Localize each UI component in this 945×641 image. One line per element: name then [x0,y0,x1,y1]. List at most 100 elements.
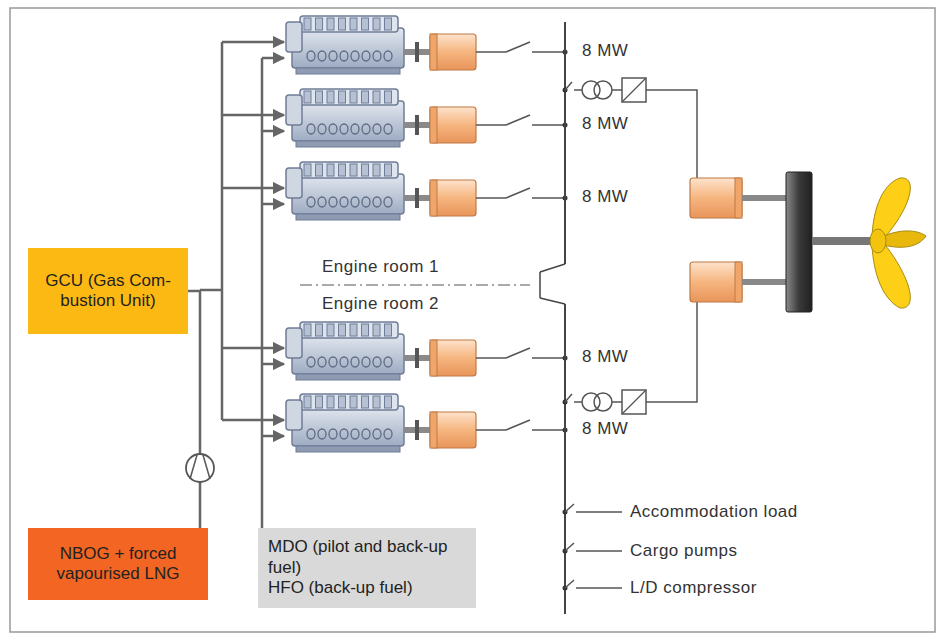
busbar [564,22,566,264]
engine-head [300,89,398,105]
inspection-door [373,51,381,61]
inspection-door [384,124,392,134]
power-rating: 8 MW [582,188,628,207]
cylinder-cover [350,324,357,336]
feeder-line [476,124,506,126]
breaker-switch [506,348,530,358]
generator [430,107,476,143]
engine-head [300,322,398,338]
engine-base [296,141,400,147]
inspection-door [329,51,337,61]
inspection-door [307,429,315,439]
inspection-door [318,429,326,439]
inspection-door [351,357,359,367]
inspection-door [329,197,337,207]
generator-end [430,34,437,70]
engine-block [292,174,404,214]
cylinder-cover [350,396,357,408]
motor-end [735,178,742,218]
inspection-door [362,429,370,439]
inspection-door [307,124,315,134]
transformer-winding [594,81,612,99]
frame [10,8,935,632]
gas-branch [222,419,284,422]
inspection-door [340,357,348,367]
breaker-switch [506,42,530,52]
box-text: MDO (pilot and back-up fuel) [268,537,466,578]
cylinder-cover [316,91,323,103]
fuel-oil-branch [262,435,284,438]
load-label: L/D compressor [630,579,757,598]
gas-branch [222,114,284,117]
engine-block [292,28,404,68]
propeller-hub [870,229,886,253]
propulsion-motor [690,178,742,218]
gas-branch [222,187,284,190]
inspection-door [362,197,370,207]
engine-head [300,162,398,178]
inspection-door [318,124,326,134]
inspection-door [384,429,392,439]
compressor-symbol [186,454,214,482]
cylinder-cover [362,324,369,336]
cylinder-cover [339,18,346,30]
engine-room-divider [300,284,530,285]
fuel-oil-box: MDO (pilot and back-up fuel)HFO (back-up… [258,528,476,608]
cylinder-cover [339,164,346,176]
inspection-door [318,51,326,61]
cylinder-cover [373,164,380,176]
cylinder-cover [362,396,369,408]
feeder-line [532,429,565,431]
cylinder-cover [350,164,357,176]
engine-head [300,394,398,410]
turbo [286,400,302,430]
load-feeder [576,511,622,513]
cylinder-cover [304,396,311,408]
gas-header [221,42,224,420]
cylinder-cover [327,18,334,30]
converter-diagonal [622,390,646,414]
feeder-line [574,89,582,91]
generator-end [430,412,437,448]
cylinder-cover [385,91,392,103]
generator-end [430,107,437,143]
engine-symbol [286,162,476,220]
inspection-door [351,124,359,134]
feeder-line [612,89,622,91]
turbo [286,95,302,125]
engine-room-label: Engine room 1 [322,258,439,277]
cylinder-cover [373,18,380,30]
gas-branch [222,347,284,350]
box-text: NBOG + forced vapourised LNG [38,544,198,585]
box-text: HFO (back-up fuel) [268,578,466,598]
inspection-door [373,124,381,134]
engine-head [300,16,398,32]
box-text: GCU (Gas Com- bustion Unit) [38,271,178,312]
inspection-door [384,357,392,367]
feeder-line [574,401,582,403]
cylinder-cover [304,18,311,30]
cylinder-cover [316,164,323,176]
breaker-switch [506,420,530,430]
cylinder-cover [316,396,323,408]
feeder-line [532,51,565,53]
compressor-symbol [203,455,210,479]
feeder-line [476,429,506,431]
inspection-door [318,197,326,207]
inspection-door [373,357,381,367]
load-label: Cargo pumps [630,542,738,561]
cylinder-cover [339,324,346,336]
cylinder-cover [373,324,380,336]
inspection-door [329,357,337,367]
inspection-door [340,429,348,439]
engine-block [292,334,404,374]
inspection-door [362,124,370,134]
coupling [415,115,419,135]
fuel-oil-branch [262,203,284,206]
breaker-switch [565,543,574,551]
transformer-winding [594,393,612,411]
fuel-oil-branch [262,363,284,366]
cylinder-cover [304,91,311,103]
cylinder-cover [327,396,334,408]
propeller-blade [880,231,926,247]
